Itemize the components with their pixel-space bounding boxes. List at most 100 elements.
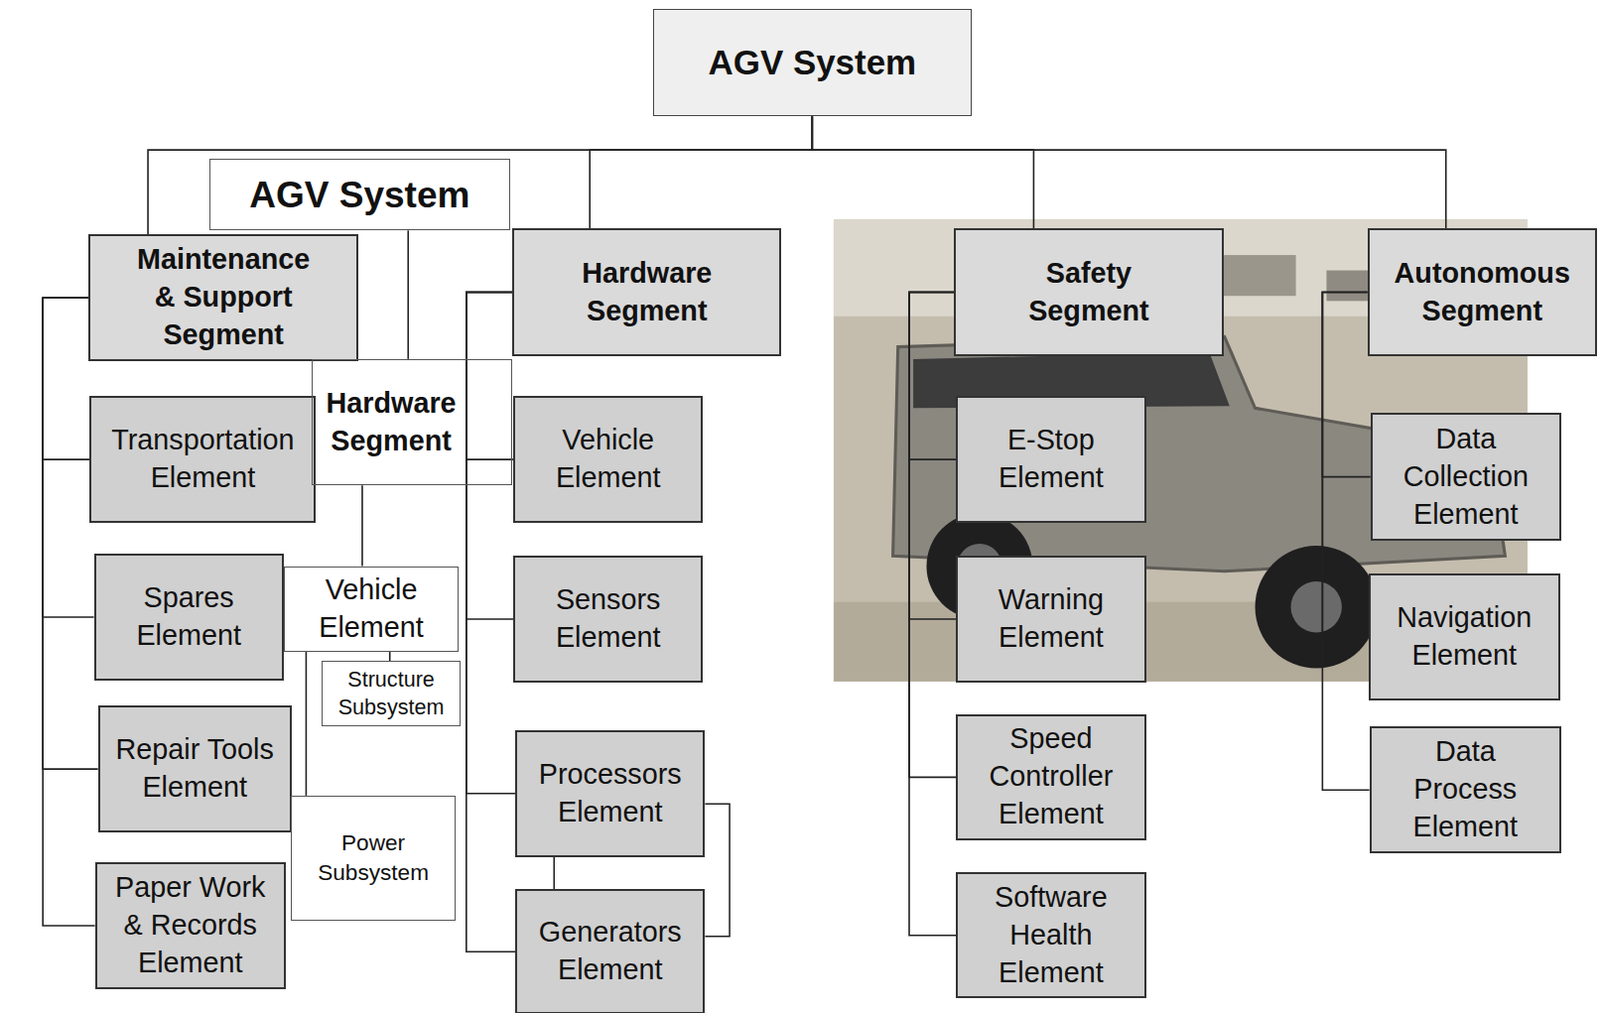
- element-box: Spares Element: [94, 553, 284, 680]
- text-holder: Transportation Element: [95, 421, 310, 498]
- element-box: E-Stop Element: [955, 396, 1146, 525]
- element-box: Generators Element: [515, 889, 705, 1013]
- element-box: Software Health Element: [955, 872, 1146, 999]
- text-holder: Power Subsystem: [296, 828, 450, 889]
- tree-connector: [42, 297, 99, 770]
- text-holder: Software Health Element: [969, 879, 1133, 993]
- segment-box: Maintenance & Support Segment: [88, 234, 358, 361]
- tree-connector: [42, 297, 95, 927]
- tree-connector: [466, 292, 514, 461]
- text-holder: Maintenance & Support Segment: [126, 241, 320, 355]
- tree-connector: [466, 292, 516, 795]
- box-label: Processors Element: [520, 756, 700, 832]
- text-holder: Navigation Element: [1374, 599, 1554, 675]
- tree-connector: [909, 292, 956, 461]
- top-system-box: AGV System: [653, 8, 972, 117]
- overlay-segment-box: Hardware Segment: [311, 359, 513, 486]
- element-box: Speed Controller Element: [955, 714, 1146, 841]
- tree-connector: [589, 116, 812, 229]
- overlay-subsystem-box: Structure Subsystem: [321, 661, 462, 727]
- tree-connector: [466, 292, 514, 620]
- tree-connector: [147, 116, 812, 235]
- box-label: Power Subsystem: [296, 828, 450, 889]
- text-holder: Sensors Element: [521, 581, 695, 658]
- joining-line: [552, 857, 555, 891]
- element-box: Warning Element: [955, 555, 1146, 682]
- box-label: Safety Segment: [996, 255, 1181, 331]
- box-label: Hardware Segment: [317, 385, 466, 461]
- text-holder: Spares Element: [99, 579, 278, 656]
- box-label: Vehicle Element: [289, 571, 453, 648]
- segment-box: Autonomous Segment: [1367, 228, 1598, 357]
- tree-connector: [42, 297, 90, 460]
- tree-connector: [361, 485, 364, 566]
- text-holder: Speed Controller Element: [969, 720, 1133, 834]
- text-holder: Vehicle Element: [521, 421, 695, 498]
- element-box: Navigation Element: [1368, 573, 1561, 702]
- segment-box: Safety Segment: [953, 228, 1223, 357]
- tree-connector: [909, 292, 956, 936]
- tree-connector: [811, 116, 1446, 229]
- tree-connector: [466, 292, 516, 953]
- text-holder: Generators Element: [520, 914, 700, 990]
- truck-hub: [1290, 581, 1341, 633]
- box-label: AGV System: [707, 39, 917, 86]
- box-label: Navigation Element: [1374, 599, 1554, 675]
- bracket-line: [704, 803, 730, 937]
- box-label: Spares Element: [99, 579, 278, 656]
- tree-connector: [1322, 292, 1368, 638]
- element-box: Vehicle Element: [513, 396, 703, 525]
- element-box: Data Collection Element: [1370, 412, 1562, 541]
- box-label: Paper Work & Records Element: [108, 869, 271, 983]
- text-holder: Processors Element: [520, 756, 700, 832]
- box-label: Autonomous Segment: [1379, 255, 1585, 331]
- text-holder: Repair Tools Element: [104, 731, 286, 807]
- tree-connector: [811, 116, 1034, 229]
- box-label: Warning Element: [964, 581, 1139, 658]
- tree-connector: [1322, 292, 1370, 478]
- segment-box: Hardware Segment: [512, 228, 782, 357]
- tree-connector: [42, 297, 94, 618]
- tree-connector: [1322, 292, 1369, 792]
- text-holder: Warning Element: [964, 581, 1139, 658]
- text-holder: Hardware Segment: [317, 385, 466, 461]
- text-holder: Structure Subsystem: [327, 666, 456, 723]
- overlay-system-box: AGV System: [209, 158, 511, 231]
- box-label: E-Stop Element: [964, 421, 1139, 498]
- box-label: Maintenance & Support Segment: [126, 241, 320, 355]
- text-holder: Safety Segment: [996, 255, 1181, 331]
- element-box: Data Process Element: [1369, 726, 1562, 855]
- box-label: Vehicle Element: [521, 421, 695, 498]
- box-label: Speed Controller Element: [969, 720, 1133, 834]
- box-label: Data Collection Element: [1384, 420, 1548, 534]
- box-label: Structure Subsystem: [327, 666, 456, 723]
- element-box: Sensors Element: [513, 555, 703, 682]
- text-holder: AGV System: [707, 39, 917, 86]
- text-holder: Autonomous Segment: [1379, 255, 1585, 331]
- box-label: AGV System: [249, 170, 470, 220]
- element-box: Processors Element: [515, 730, 705, 857]
- text-holder: Data Process Element: [1388, 733, 1542, 847]
- element-box: Repair Tools Element: [98, 705, 292, 832]
- element-box: Transportation Element: [89, 396, 316, 525]
- overlay-element-box: Vehicle Element: [283, 566, 459, 653]
- tree-connector: [305, 652, 308, 797]
- truck-wheel: [1255, 545, 1378, 668]
- box-label: Repair Tools Element: [104, 731, 286, 807]
- text-holder: AGV System: [249, 170, 470, 220]
- text-holder: E-Stop Element: [964, 421, 1139, 498]
- overlay-subsystem-box: Power Subsystem: [290, 796, 456, 922]
- tree-connector: [389, 652, 392, 663]
- tree-connector: [909, 292, 956, 620]
- tree-connector: [909, 292, 956, 779]
- box-label: Data Process Element: [1388, 733, 1542, 847]
- element-box: Paper Work & Records Element: [95, 862, 286, 991]
- text-holder: Paper Work & Records Element: [108, 869, 271, 983]
- text-holder: Hardware Segment: [544, 255, 750, 331]
- text-holder: Vehicle Element: [289, 571, 453, 648]
- box-label: Sensors Element: [521, 581, 695, 658]
- box-label: Transportation Element: [95, 421, 310, 498]
- text-holder: Data Collection Element: [1384, 420, 1548, 534]
- box-label: Hardware Segment: [544, 255, 750, 331]
